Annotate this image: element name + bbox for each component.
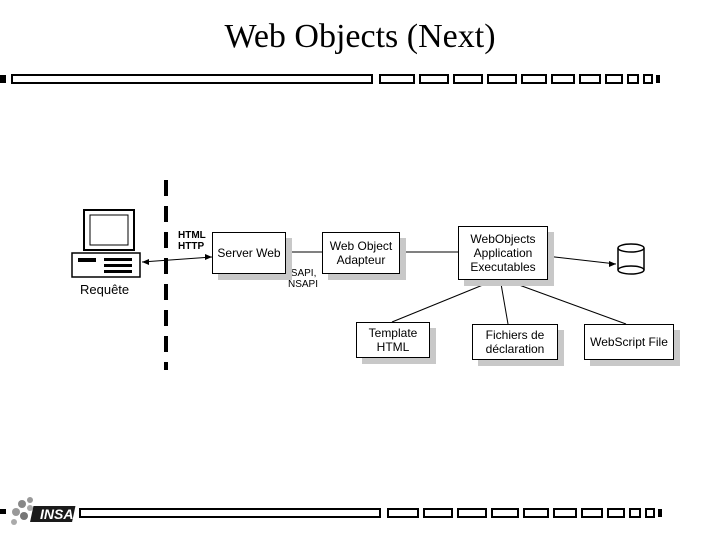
adaptor-box: Web Object Adapteur (322, 232, 400, 274)
top-divider-bar (0, 74, 660, 84)
declaration-box: Fichiers de déclaration (472, 324, 558, 360)
protocol-label: HTML HTTP (178, 230, 206, 252)
app-database-connector (545, 255, 617, 265)
template-box: Template HTML (356, 322, 430, 358)
slide-title: Web Objects (Next) (224, 18, 496, 55)
computer-icon (71, 209, 141, 278)
client-server-connector (141, 256, 213, 263)
insa-logo: INSA (0, 497, 76, 525)
database-icon (617, 243, 645, 275)
application-box: WebObjects Application Executables (458, 226, 548, 280)
app-webscript-connector (499, 277, 627, 325)
logo-text: INSA (40, 506, 73, 522)
client-label: Requête (80, 282, 130, 297)
webscript-box: WebScript File (584, 324, 674, 360)
app-template-connector (391, 277, 501, 323)
interface-label: ISAPI, NSAPI (288, 268, 319, 290)
bottom-divider-bar (79, 508, 662, 518)
app-declaration-connector (499, 277, 509, 325)
server-web-box: Server Web (212, 232, 286, 274)
